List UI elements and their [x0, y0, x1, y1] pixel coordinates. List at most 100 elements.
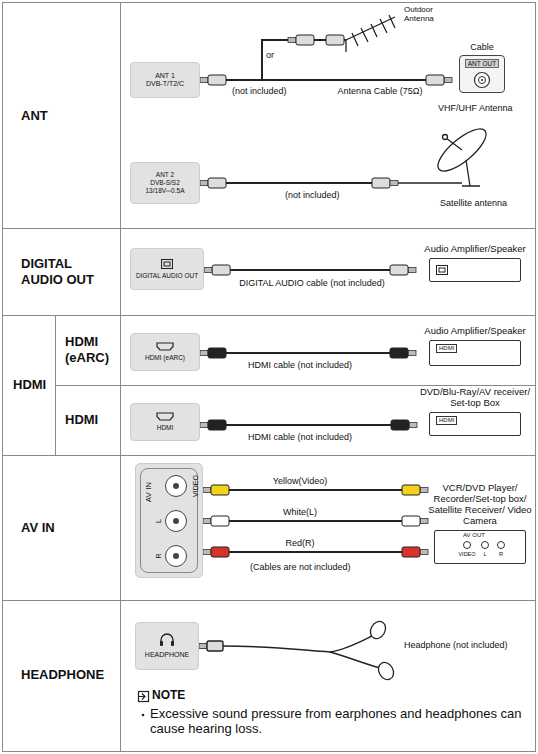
- row-header-cell: HEADPHONE: [3, 600, 120, 750]
- jack-label: R: [499, 551, 503, 557]
- sq-icon: [164, 262, 170, 266]
- row-header: HDMI: [65, 412, 98, 428]
- note-icon: [138, 692, 149, 702]
- note-icon: [139, 692, 149, 702]
- satellite-dish: [446, 138, 480, 186]
- plug-tip: [409, 423, 417, 428]
- plug-body: [208, 420, 226, 430]
- cable-line: [226, 352, 390, 354]
- plug-body: [208, 348, 226, 358]
- cable-label: Red(R): [283, 538, 316, 548]
- text-label: or: [266, 50, 274, 60]
- sq-icon: [437, 265, 448, 274]
- hdmi-icon: [156, 342, 174, 351]
- row-header-cell: HDMI (eARC): [55, 315, 120, 385]
- row-header: HEADPHONE: [21, 667, 104, 683]
- satellite-cable: [200, 178, 462, 188]
- headphone-cable: [207, 641, 223, 651]
- hp-icon: [158, 632, 176, 648]
- note-icon: [138, 694, 145, 700]
- row-header-cell: HDMI: [3, 315, 55, 455]
- jack-label: VIDEO: [458, 551, 475, 557]
- hdmi-icon: [156, 342, 174, 351]
- cable-label: Yellow(Video): [271, 476, 330, 486]
- port-label: ANT 1: [155, 72, 175, 80]
- text-label: Headphone (not included): [404, 640, 508, 650]
- earphones: [367, 619, 396, 683]
- cable: [200, 75, 452, 85]
- coax-socket: [473, 71, 491, 89]
- coax-socket: [473, 71, 491, 89]
- jack: [463, 541, 471, 549]
- port-label: HDMI: [157, 424, 174, 432]
- earphones: [367, 619, 388, 642]
- plug-tip: [200, 351, 208, 356]
- satellite-dish: [443, 135, 448, 140]
- headphone-cable: [330, 652, 380, 668]
- headphone-cable: [223, 636, 372, 652]
- hdmi-icon: [157, 343, 173, 350]
- satellite-cable: [226, 182, 372, 184]
- port-label: DVB-T/T2/C: [146, 80, 184, 88]
- row-header: HDMI: [13, 377, 46, 393]
- antenna-branch-cable: [296, 35, 314, 45]
- row-header-cell: ANT: [3, 3, 120, 228]
- cable: [200, 348, 416, 358]
- device-body: AV OUTVIDEOLR: [434, 530, 526, 564]
- row-header-cell: DIGITAL AUDIO OUT: [3, 228, 120, 315]
- coax-socket: [479, 77, 486, 84]
- plug-body: [390, 348, 408, 358]
- text-label: NOTE: [152, 689, 185, 703]
- sq-icon: [162, 259, 173, 268]
- panel-label: L: [155, 519, 162, 523]
- row-header: DIGITAL AUDIO OUT: [21, 256, 116, 287]
- port-box: HEADPHONE: [135, 622, 199, 670]
- cable: [203, 516, 428, 526]
- outlet-heading: Cable: [470, 42, 494, 52]
- table-grid: [3, 3, 536, 752]
- jack-label: L: [483, 551, 486, 557]
- device-heading: VCR/DVD Player/ Recorder/Set-top box/ Sa…: [428, 483, 532, 527]
- plug-tip: [200, 78, 208, 83]
- text-label: Outdoor Antenna: [404, 5, 452, 23]
- port-box: HDMI: [130, 403, 200, 441]
- coax-socket: [481, 79, 483, 81]
- port-box: ANT 2DVB-S/S213/18V⎓0.5A: [130, 162, 200, 204]
- hdmi-icon: [156, 412, 174, 421]
- antenna-branch-cable: [262, 35, 346, 80]
- text-label: (not included): [232, 86, 287, 96]
- plug-tip: [408, 268, 416, 273]
- cable-line: [229, 520, 402, 522]
- jack-pin: [173, 553, 179, 559]
- sq-icon: [436, 265, 448, 275]
- satellite-cable: [372, 178, 390, 188]
- table-grid: [3, 3, 536, 752]
- text-label: (not included): [285, 190, 340, 200]
- hp-icon: [161, 634, 173, 642]
- wall-outlet: CableANT OUT: [452, 42, 512, 93]
- cable-label: HDMI cable (not included): [246, 360, 354, 370]
- cable-line: [229, 489, 402, 491]
- plug-body: [212, 265, 230, 275]
- cable: [204, 265, 416, 275]
- text-label: VHF/UHF Antenna: [438, 103, 513, 113]
- port-tag: HDMI: [436, 416, 457, 425]
- port-box: DIGITAL AUDIO OUT: [130, 248, 204, 290]
- satellite-cable: [390, 181, 398, 186]
- satellite-cable: [398, 182, 462, 184]
- outlet-plate: ANT OUT: [459, 55, 505, 93]
- table-grid: [3, 3, 536, 752]
- cable-label: Antenna Cable (75Ω): [336, 86, 425, 96]
- port-label: DVB-S/S2: [150, 179, 180, 187]
- cable-label: DIGITAL AUDIO cable (not included): [237, 278, 387, 288]
- hdmi-icon: [156, 412, 174, 421]
- hp-icon: [171, 641, 174, 646]
- sq-icon: [439, 268, 445, 272]
- port-box: HDMI (eARC): [130, 333, 200, 371]
- satellite-dish: [432, 122, 492, 186]
- plug-body: [391, 420, 409, 430]
- plug-body: [390, 265, 408, 275]
- plug-tip: [203, 519, 211, 524]
- plug-tip: [203, 488, 211, 493]
- row-header: ANT: [21, 108, 48, 124]
